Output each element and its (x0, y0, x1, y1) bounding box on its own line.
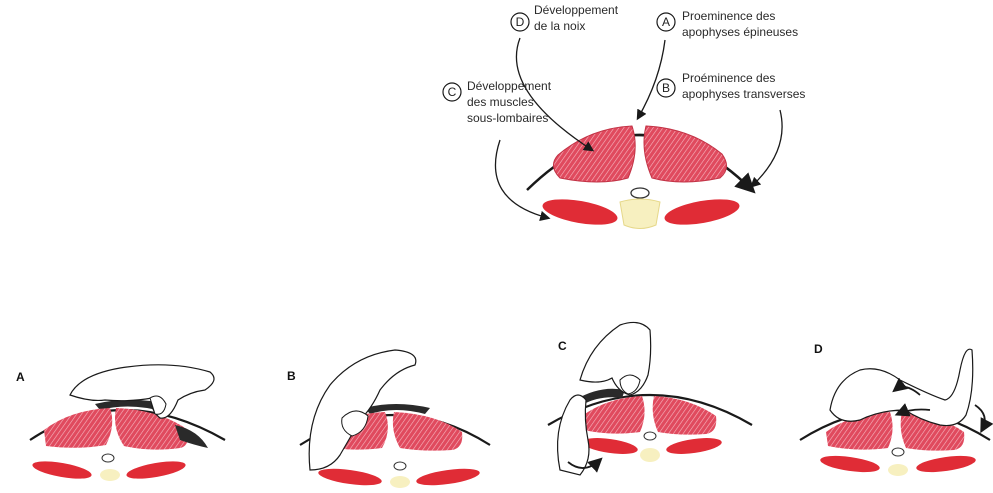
panel-d-vertebra (888, 464, 908, 476)
panel-d: D (800, 342, 990, 476)
callout-b: B Proéminence des apophyses transverses (657, 71, 805, 101)
panel-c-letter: C (558, 339, 567, 353)
psoas-muscle-left (541, 195, 620, 230)
spinal-canal (631, 188, 649, 198)
panel-a: A (16, 365, 225, 482)
main-cross-section: D Développement de la noix A Proeminence… (443, 3, 805, 229)
callout-b-line-1: Proéminence des (682, 71, 775, 85)
panel-c-vertebra (640, 448, 660, 462)
callout-d: D Développement de la noix (511, 3, 619, 33)
callout-c-line-2: des muscles (467, 95, 534, 109)
panel-b-spinal-canal (394, 462, 406, 470)
panel-a-muscle-left (44, 408, 112, 448)
callout-c-line-1: Développement (467, 79, 552, 93)
vertebra-body (620, 199, 660, 229)
loin-muscle-left (553, 126, 635, 182)
arrow-a (638, 40, 665, 118)
arrow-d (516, 38, 592, 150)
panel-b-psoas-left (317, 466, 382, 489)
loin-muscle-right (644, 126, 727, 182)
panel-d-spinal-canal (892, 448, 904, 456)
panel-c: C (548, 322, 752, 475)
panel-b-psoas-right (415, 466, 480, 489)
panel-c-muscle-right (653, 396, 717, 435)
panel-d-psoas-right (915, 453, 976, 475)
panel-a-psoas-right (125, 458, 187, 482)
panel-c-spinal-canal (644, 432, 656, 440)
callout-d-line-2: de la noix (534, 19, 585, 33)
callout-a: A Proeminence des apophyses épineuses (657, 9, 798, 39)
panel-a-letter: A (16, 370, 25, 384)
callout-d-letter: D (516, 15, 525, 29)
callout-c-line-3: sous-lombaires (467, 111, 548, 125)
panel-c-hand-top (580, 322, 651, 395)
callout-a-letter: A (662, 15, 670, 29)
panel-c-hand-side (558, 395, 589, 475)
panel-b: B (287, 350, 490, 488)
panel-b-letter: B (287, 369, 296, 383)
callout-b-line-2: apophyses transverses (682, 87, 805, 101)
panel-c-psoas-left (581, 435, 638, 457)
callout-c-letter: C (448, 85, 457, 99)
arrow-b (752, 110, 782, 186)
callout-d-line-1: Développement (534, 3, 619, 17)
callout-a-line-1: Proeminence des (682, 9, 775, 23)
panel-c-psoas-right (665, 435, 722, 457)
panel-b-vertebra (390, 476, 410, 488)
panel-a-psoas-left (31, 458, 93, 482)
panel-a-vertebra (100, 469, 120, 481)
callout-b-letter: B (662, 81, 670, 95)
psoas-muscle-right (663, 195, 742, 230)
panel-d-psoas-left (819, 453, 880, 475)
panel-b-muscle-right (393, 412, 462, 451)
panel-c-muscle-left (582, 396, 645, 434)
panel-d-curved-arrow-right (975, 405, 985, 430)
panel-d-letter: D (814, 342, 823, 356)
panel-a-spinal-canal (102, 454, 114, 462)
callout-a-line-2: apophyses épineuses (682, 25, 798, 39)
